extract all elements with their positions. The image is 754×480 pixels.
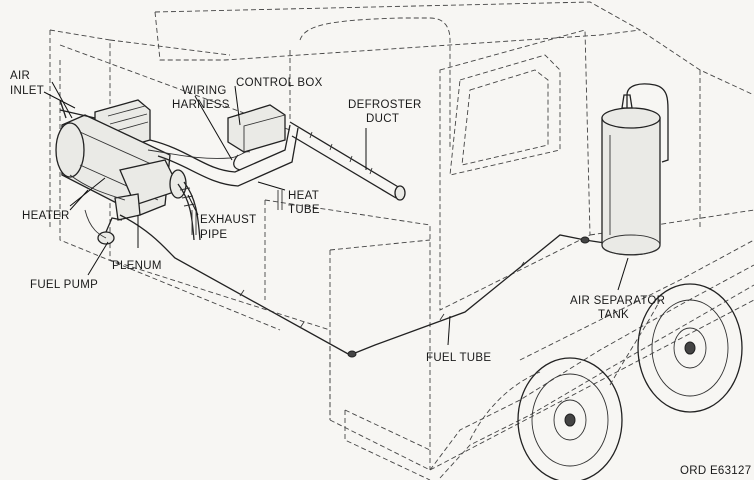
defroster-duct [289, 121, 406, 201]
label-defroster-duct-line2: DUCT [366, 113, 399, 125]
label-air-inlet-line2: INLET [10, 85, 44, 97]
label-air-separator-tank-line1: AIR SEPARATOR [570, 295, 665, 307]
label-heat-tube-line1: HEAT [288, 190, 319, 202]
label-air-separator-tank-line2: TANK [598, 309, 629, 321]
label-heat-tube-line2: TUBE [288, 204, 320, 216]
air-separator-tank [601, 83, 669, 256]
leader-lines [43, 81, 629, 346]
heater-unit [55, 99, 187, 245]
label-exhaust-pipe-line2: PIPE [200, 229, 227, 241]
figure-number: ORD E63127 [680, 465, 751, 477]
track-assembly [429, 239, 754, 480]
exhaust-pipe [177, 181, 201, 241]
wiring-harness [69, 149, 251, 201]
label-wiring-harness-line1: WIRING [182, 85, 227, 97]
label-fuel-tube: FUEL TUBE [426, 352, 491, 364]
label-plenum: PLENUM [112, 260, 162, 272]
fuel-tube [119, 214, 606, 358]
label-exhaust-pipe-line1: EXHAUST [200, 214, 256, 226]
label-defroster-duct-line1: DEFROSTER [348, 99, 422, 111]
label-control-box: CONTROL BOX [236, 77, 323, 89]
labels: AIR INLET HEATER PLENUM FUEL PUMP WIRING… [10, 70, 751, 477]
heat-tube [149, 124, 299, 187]
label-fuel-pump: FUEL PUMP [30, 279, 98, 291]
road-wheel-1 [517, 357, 623, 480]
control-box [227, 104, 286, 171]
label-heater: HEATER [22, 210, 70, 222]
road-wheel-2 [637, 283, 743, 413]
label-air-inlet-line1: AIR [10, 70, 30, 82]
label-wiring-harness-line2: HARNESS [172, 99, 230, 111]
